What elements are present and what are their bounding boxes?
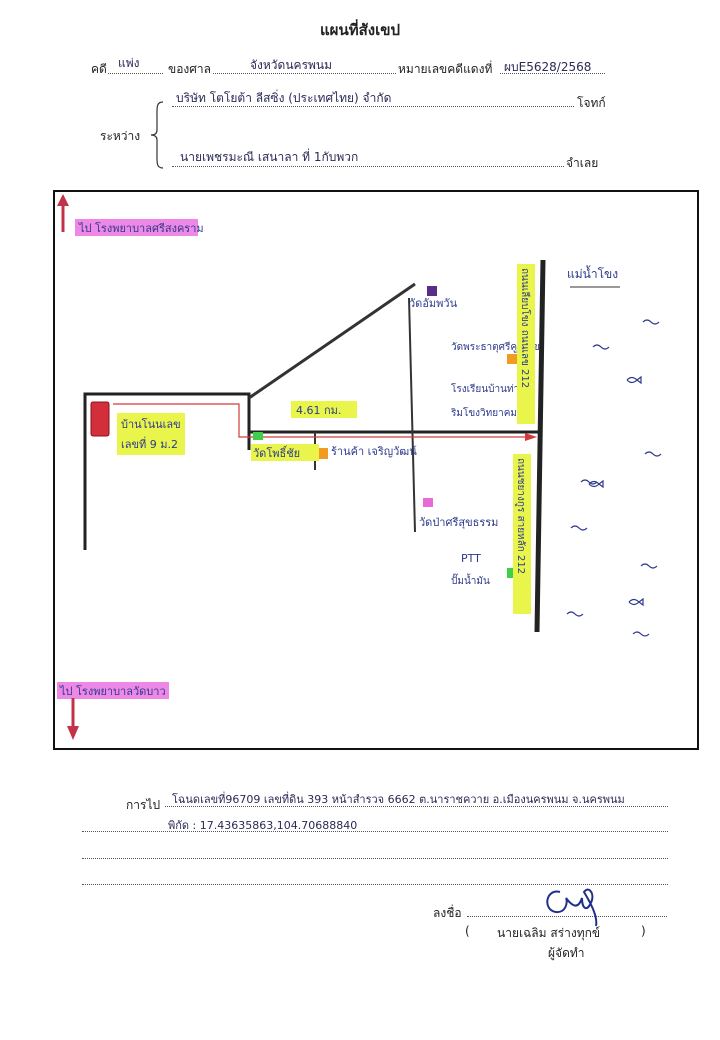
temple-top-label: วัดอัมพวัน bbox=[409, 297, 458, 310]
directions-line-1 bbox=[165, 806, 668, 807]
temple-top-marker bbox=[427, 286, 437, 296]
main-road bbox=[534, 259, 546, 633]
brace-shape bbox=[150, 101, 164, 169]
temple-1-marker bbox=[253, 432, 263, 440]
signer-name: นายเฉลิม สร่างทุกข์ bbox=[497, 926, 601, 940]
signer-role: ผู้จัดทำ bbox=[548, 946, 585, 960]
road-upper-label-bg bbox=[517, 264, 535, 424]
north-label: ไป โรงพยาบาลศรีสงคราม bbox=[78, 221, 204, 235]
ptt-label-line2: ปั๊มน้ำมัน bbox=[451, 573, 490, 587]
side-road bbox=[408, 297, 416, 533]
sign-line bbox=[467, 916, 667, 917]
house-label-line2: เลขที่ 9 ม.2 bbox=[121, 436, 178, 451]
sign-label: ลงชื่อ bbox=[433, 906, 462, 920]
case-type: แพ่ง bbox=[118, 56, 140, 70]
temple-bottom-marker bbox=[423, 498, 433, 507]
directions-text: โฉนดเลขที่96709 เลขที่ดิน 393 หน้าสำรวจ … bbox=[172, 793, 625, 806]
court-name: จังหวัดนครพนม bbox=[250, 58, 333, 72]
sketch-map: ไป โรงพยาบาลศรีสงคราม ไป โรงพยาบาลวัดบาว… bbox=[57, 194, 662, 740]
south-label: ไป โรงพยาบาลวัดบาว bbox=[59, 684, 166, 698]
case-no: ผบE5628/2568 bbox=[504, 60, 592, 74]
between-label: ระหว่าง bbox=[100, 129, 141, 143]
plaintiff-role: โจทก์ bbox=[577, 96, 606, 110]
distance-label: 4.61 กม. bbox=[296, 404, 341, 417]
plaintiff-name: บริษัท โตโยต้า ลีสซิ่ง (ประเทศไทย) จำกัด bbox=[176, 91, 392, 105]
diagonal-road bbox=[248, 282, 416, 400]
court-label: ของศาล bbox=[168, 62, 211, 76]
map-frame: ไป โรงพยาบาลศรีสงคราม ไป โรงพยาบาลวัดบาว… bbox=[53, 190, 699, 750]
page-title: แผนที่สังเขป bbox=[320, 21, 400, 39]
directions-line-4 bbox=[82, 884, 668, 885]
river-waves bbox=[566, 319, 662, 637]
plaintiff-line bbox=[172, 106, 574, 107]
directions-line-2 bbox=[82, 831, 668, 832]
river-label: แม่น้ำโขง bbox=[567, 265, 618, 281]
case-no-line bbox=[500, 73, 605, 74]
directions-line-3 bbox=[82, 858, 668, 859]
ptt-label-line1: PTT bbox=[461, 552, 481, 565]
defendant-name: นายเพชรมะณี เสนาลา ที่ 1กับพวก bbox=[180, 150, 359, 164]
distance-label-bg bbox=[291, 401, 357, 418]
signature-mark bbox=[546, 888, 598, 927]
paren-open: ( bbox=[465, 924, 470, 938]
shop-label: ร้านค้า เจริญวัฒน์ bbox=[331, 445, 417, 458]
house-label-bg bbox=[117, 413, 185, 455]
coords-text: พิกัด : 17.43635863,104.70688840 bbox=[168, 819, 358, 832]
shop-marker bbox=[319, 448, 328, 459]
route-arrowhead bbox=[525, 433, 537, 441]
paren-close: ) bbox=[641, 924, 646, 938]
defendant-line bbox=[172, 166, 564, 167]
house-label-line1: บ้านโนนเลข bbox=[121, 417, 181, 431]
case-label: คดี bbox=[91, 62, 107, 76]
road-upper-label: ถนนเลียบโขง ถนนเลข 212 bbox=[519, 268, 532, 388]
school-label-line1: โรงเรียนบ้านท่า bbox=[451, 382, 519, 395]
temple-1-label-bg bbox=[251, 444, 319, 461]
school-label-line2: ริมโขงวิทยาคม bbox=[450, 406, 517, 419]
temple-1-label: วัดโพธิ์ชัย bbox=[253, 445, 300, 460]
road-lower-label-bg bbox=[513, 454, 531, 614]
route-line bbox=[113, 403, 533, 438]
temple-mid-marker bbox=[507, 354, 517, 364]
ptt-marker bbox=[507, 568, 517, 578]
north-label-bg bbox=[75, 219, 198, 236]
house-access-road bbox=[83, 392, 538, 550]
south-label-bg bbox=[57, 682, 169, 699]
north-arrow bbox=[57, 194, 69, 232]
case-type-line bbox=[108, 73, 163, 74]
case-no-label: หมายเลขคดีแดงที่ bbox=[398, 62, 493, 76]
temple-bottom-label: วัดป่าศรีสุขธรรม bbox=[419, 516, 498, 529]
road-lower-label: ถนนชยางกูร สายหลัก 212 bbox=[515, 458, 526, 574]
house-marker bbox=[90, 401, 110, 437]
defendant-role: จำเลย bbox=[566, 156, 599, 170]
court-line bbox=[213, 73, 396, 74]
south-arrow bbox=[67, 698, 79, 740]
directions-label: การไป bbox=[126, 798, 161, 812]
